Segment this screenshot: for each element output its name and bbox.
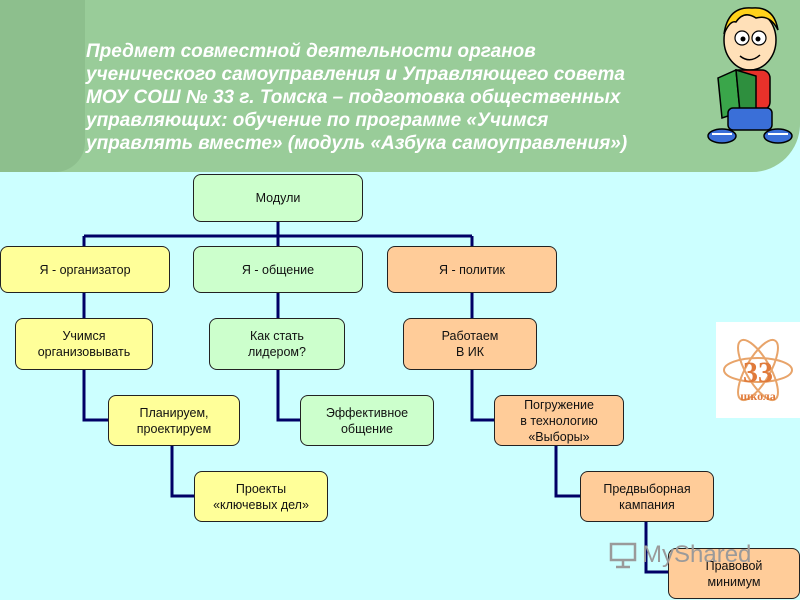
node-branch-communication: Я - общение [193, 246, 363, 293]
node-key-projects: Проекты «ключевых дел» [194, 471, 328, 522]
title-line-4: управляющих: обучение по программе «Учим… [86, 110, 549, 131]
node-elections-technology: Погружение в технологию «Выборы» [494, 395, 624, 446]
atom-logo-icon: 33 школа [723, 338, 793, 403]
title-line-2: ученического самоуправления и Управляюще… [86, 64, 625, 85]
connector-pol-2 [470, 370, 494, 422]
logo-word: школа [740, 389, 775, 403]
logo-number: 33 [743, 356, 773, 389]
node-branch-organizer: Я - организатор [0, 246, 170, 293]
connector-pol-4 [644, 522, 668, 574]
connector-org-2 [82, 370, 108, 422]
node-plan-design: Планируем, проектируем [108, 395, 240, 446]
node-work-in-ik: Работаем В ИК [403, 318, 537, 370]
connector-com-2 [276, 370, 300, 422]
header-left-shape [0, 0, 85, 172]
node-learn-organize: Учимся организовывать [15, 318, 153, 370]
watermark: MyShared [608, 540, 751, 570]
node-election-campaign: Предвыборная кампания [580, 471, 714, 522]
title-line-1: Предмет совместной деятельности органов [86, 41, 536, 62]
title-line-5: управлять вместе» (модуль «Азбука самоуп… [86, 133, 628, 154]
watermark-text: MyShared [642, 541, 752, 568]
connector-org-3 [170, 446, 194, 498]
connector-pol-3 [554, 446, 580, 498]
node-effective-communication: Эффективное общение [300, 395, 434, 446]
header-band [0, 0, 800, 172]
node-branch-politician: Я - политик [387, 246, 557, 293]
presentation-screen-icon [609, 542, 637, 569]
node-root-modules: Модули [193, 174, 363, 222]
node-legal-minimum: Правовой минимум [668, 548, 800, 599]
boy-reading-icon [707, 7, 793, 144]
title-line-3: МОУ СОШ № 33 г. Томска – подготовка обще… [86, 87, 621, 108]
school-logo: 33 школа [716, 322, 800, 418]
slide-title: Предмет совместной деятельности органов … [86, 40, 736, 155]
node-become-leader: Как стать лидером? [209, 318, 345, 370]
